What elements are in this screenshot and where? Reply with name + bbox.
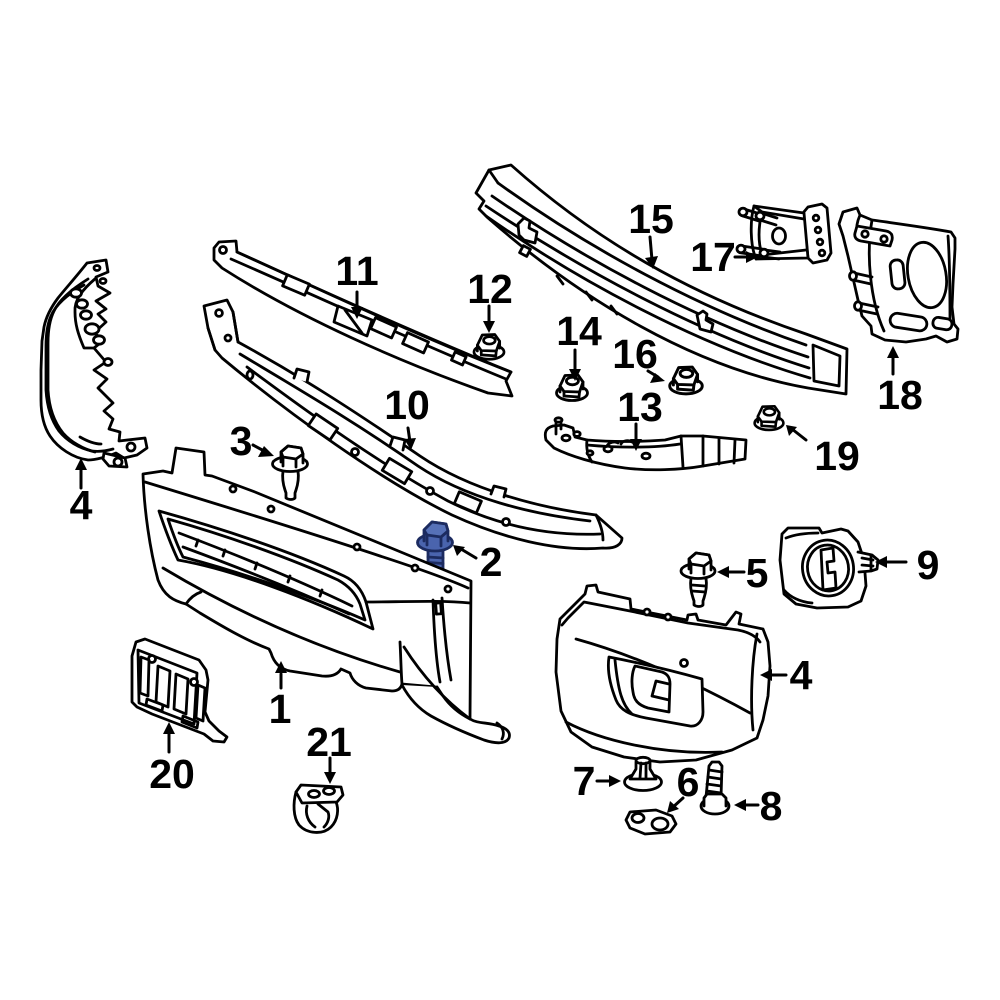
svg-text:8: 8 xyxy=(760,783,783,829)
svg-text:5: 5 xyxy=(746,550,769,596)
svg-text:19: 19 xyxy=(814,433,860,479)
svg-text:14: 14 xyxy=(556,308,602,354)
svg-text:1: 1 xyxy=(269,686,292,732)
svg-text:13: 13 xyxy=(617,384,663,430)
svg-text:21: 21 xyxy=(306,719,352,765)
svg-text:10: 10 xyxy=(384,382,430,428)
svg-text:18: 18 xyxy=(877,372,923,418)
svg-text:17: 17 xyxy=(690,234,736,280)
svg-text:15: 15 xyxy=(628,196,674,242)
svg-text:9: 9 xyxy=(917,542,940,588)
svg-text:7: 7 xyxy=(573,758,596,804)
svg-text:4: 4 xyxy=(70,482,93,528)
svg-text:12: 12 xyxy=(467,266,513,312)
svg-text:6: 6 xyxy=(677,759,700,805)
svg-text:2: 2 xyxy=(480,539,503,585)
svg-text:11: 11 xyxy=(335,248,378,294)
svg-text:3: 3 xyxy=(230,418,253,464)
svg-text:4: 4 xyxy=(790,652,813,698)
svg-text:16: 16 xyxy=(612,331,658,377)
svg-text:20: 20 xyxy=(149,751,195,797)
